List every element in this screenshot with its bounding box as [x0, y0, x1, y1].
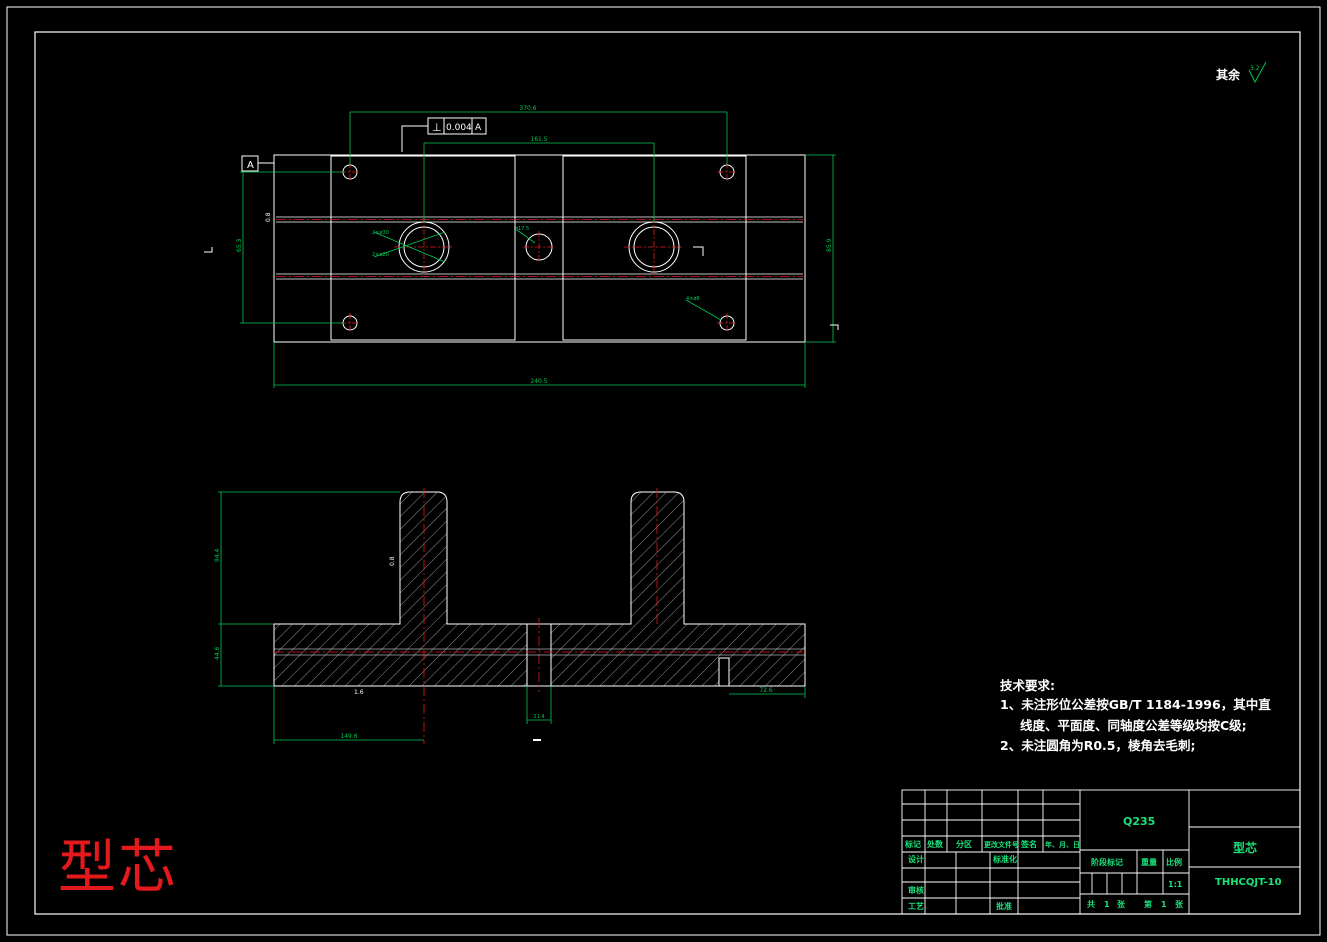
tb-current: 1 [1161, 900, 1167, 909]
tolerance-symbol: ⊥ [432, 121, 442, 134]
tb-weight: 重量 [1141, 857, 1157, 867]
tb-scale: 1:1 [1168, 880, 1183, 889]
roughness-note: 其余 [1216, 68, 1241, 82]
roughness-mark-3: 1.6 [354, 689, 364, 696]
tb-material: Q235 [1123, 815, 1155, 828]
tb-total: 1 [1104, 900, 1110, 909]
tb-approve: 批准 [996, 901, 1012, 911]
tech-requirement-1: 1、未注形位公差按GB/T 1184-1996，其中直 [1000, 697, 1271, 712]
roughness-mark-2: 0.8 [389, 556, 396, 566]
tb-zone: 分区 [956, 839, 972, 849]
dim-sec-slot: 21.4 [533, 714, 544, 720]
tb-total-unit: 张 [1117, 900, 1126, 909]
sheet-outer-border [6, 6, 1321, 936]
section-dimension-lines [218, 491, 806, 744]
dim-sec-width-left: 149.6 [340, 733, 357, 740]
tech-requirement-1-cont: 线度、平面度、同轴度公差等级均按C级; [1020, 718, 1247, 733]
tb-current-label: 第 [1144, 899, 1152, 909]
tb-scale-label: 比例 [1166, 857, 1182, 867]
dim-sec-height-base: 44.6 [214, 646, 221, 660]
tb-review: 审核 [908, 885, 924, 895]
tb-count: 处数 [926, 839, 944, 849]
part-name-large: 型芯 [58, 833, 179, 901]
tolerance-datum: A [475, 123, 482, 133]
hole-centerlines [340, 162, 737, 333]
roughness-symbol [1248, 61, 1267, 84]
tb-part-name: 型芯 [1233, 840, 1257, 855]
dim-center-span: 161.5 [530, 136, 547, 143]
roughness-value: 3.2 [1250, 65, 1260, 72]
section-view [218, 488, 806, 744]
tolerance-value: 0.004 [446, 123, 472, 133]
dim-sec-pin-offset: 72.6 [759, 687, 773, 694]
tb-process: 工艺 [908, 901, 924, 911]
tb-drawing-number: THHCQJT-10 [1215, 877, 1282, 888]
tb-mark: 标记 [904, 839, 921, 849]
dim-height-right: 85.9 [826, 238, 833, 252]
roughness-mark-1: 0.8 [265, 212, 272, 222]
left-insert-block [330, 155, 516, 341]
top-view [204, 111, 839, 388]
tolerance-leader [401, 125, 428, 152]
title-block [901, 789, 1301, 915]
tech-requirement-2: 2、未注圆角为R0.5，棱角去毛刺; [1000, 738, 1196, 753]
dim-sec-height-top: 94.4 [214, 548, 221, 562]
dim-height-left: 65.3 [236, 238, 243, 252]
dim-top-span: 370.6 [519, 105, 536, 112]
title-block-text: 标记 处数 分区 更改文件号 签名 年、月、日 设计 标准化 审核 工艺 批准 … [904, 815, 1282, 911]
base-plate-outline [273, 154, 806, 343]
tb-current-unit: 张 [1175, 900, 1184, 909]
datum-label: A [247, 160, 254, 171]
dim-hole-dia-2: 2×ø20 [372, 252, 389, 258]
dim-overall-width: 240.5 [530, 378, 547, 385]
tb-signature: 签名 [1020, 839, 1037, 849]
tb-standardize: 标准化 [992, 854, 1017, 864]
dim-center-hole: ø17.5 [515, 226, 529, 232]
tb-stage-mark: 阶段标记 [1091, 857, 1123, 867]
right-insert-block [562, 155, 747, 341]
section-mark-right [693, 246, 704, 256]
section-mark-left [204, 247, 213, 253]
top-view-dimension-lines [240, 111, 836, 388]
section-mark-bottom [830, 324, 839, 330]
pin-hole [718, 657, 730, 687]
tech-requirements-title: 技术要求: [1000, 678, 1055, 693]
tb-change-doc: 更改文件号 [984, 840, 1019, 849]
tb-date: 年、月、日 [1045, 840, 1080, 849]
sheet-inner-border [34, 31, 1301, 915]
tb-design: 设计 [908, 854, 924, 864]
dim-corner-hole: 4×ø8 [686, 296, 700, 302]
section-body [273, 491, 806, 687]
tb-total-label: 共 [1087, 899, 1095, 909]
dim-hole-dia-1: 2×ø30 [372, 230, 389, 236]
